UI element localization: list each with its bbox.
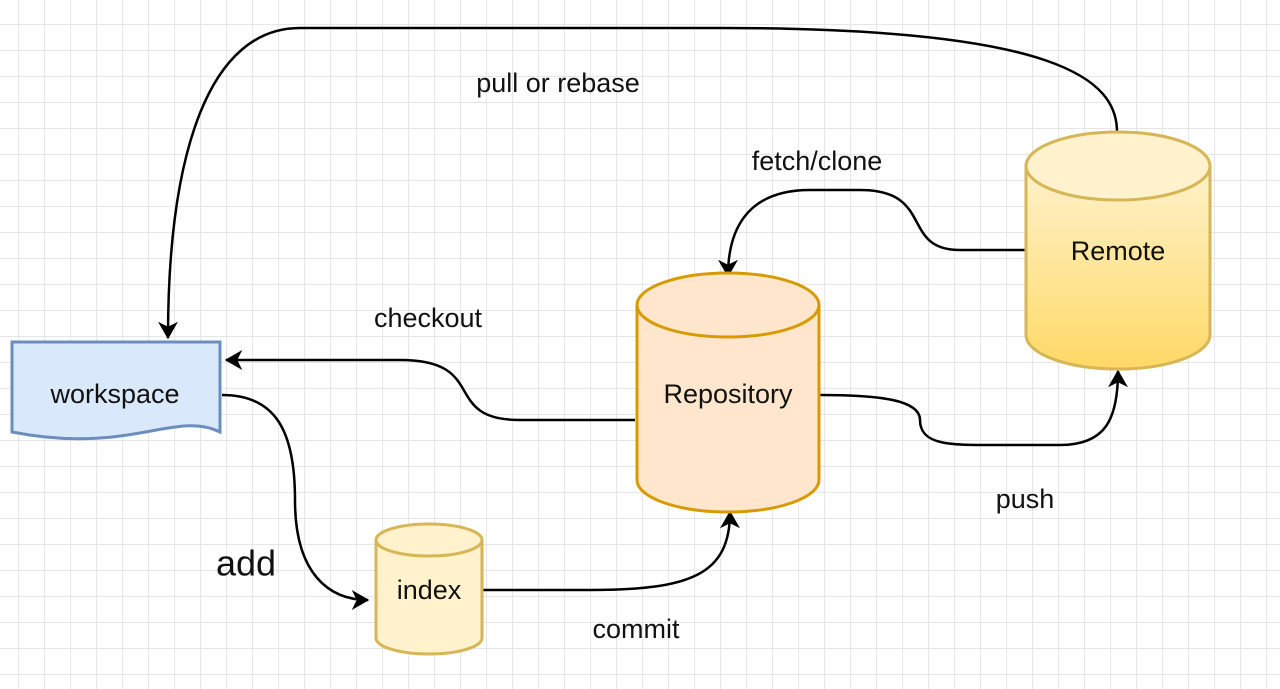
remote-cylinder-body [1024, 166, 1212, 371]
label-pull-or-rebase: pull or rebase [476, 68, 640, 98]
edges [158, 26, 1128, 610]
label-commit: commit [593, 614, 680, 644]
index-cylinder-top [374, 522, 484, 558]
label-checkout: checkout [374, 303, 483, 333]
edge-labels: pull or rebase fetch/clone checkout push… [216, 68, 1054, 644]
edge-add [221, 393, 370, 610]
index-label: index [397, 575, 462, 605]
remote-cylinder-top [1024, 130, 1212, 202]
node-remote[interactable]: Remote [1024, 130, 1212, 371]
edge-push [819, 369, 1128, 447]
edge-pull-or-rebase [158, 26, 1119, 340]
node-index[interactable]: index [374, 522, 484, 656]
repository-cylinder-top [635, 271, 821, 339]
index-cylinder-body [374, 540, 484, 656]
label-add: add [216, 543, 276, 584]
edge-checkout [224, 350, 635, 422]
workspace-document-shape [10, 340, 222, 441]
label-push: push [996, 484, 1055, 514]
remote-label: Remote [1071, 236, 1166, 266]
repository-cylinder-body [635, 305, 821, 514]
edge-fetch-clone [718, 188, 1025, 278]
label-fetch-clone: fetch/clone [752, 146, 883, 176]
repository-label: Repository [663, 379, 793, 409]
node-repository[interactable]: Repository [635, 271, 821, 514]
workspace-label: workspace [49, 379, 179, 409]
edge-commit [482, 510, 740, 592]
node-workspace[interactable]: workspace [10, 340, 222, 441]
